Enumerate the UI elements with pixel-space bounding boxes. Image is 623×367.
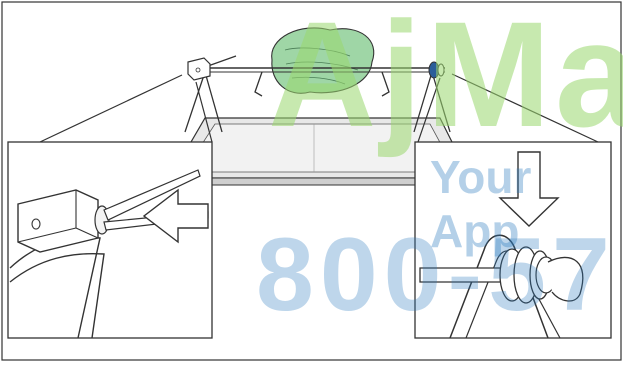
detail-right-panel bbox=[415, 142, 611, 338]
food-roast bbox=[272, 28, 374, 93]
spit-handle-small bbox=[188, 58, 210, 80]
detail-left-panel bbox=[8, 142, 212, 338]
spit-end-small bbox=[429, 62, 444, 78]
